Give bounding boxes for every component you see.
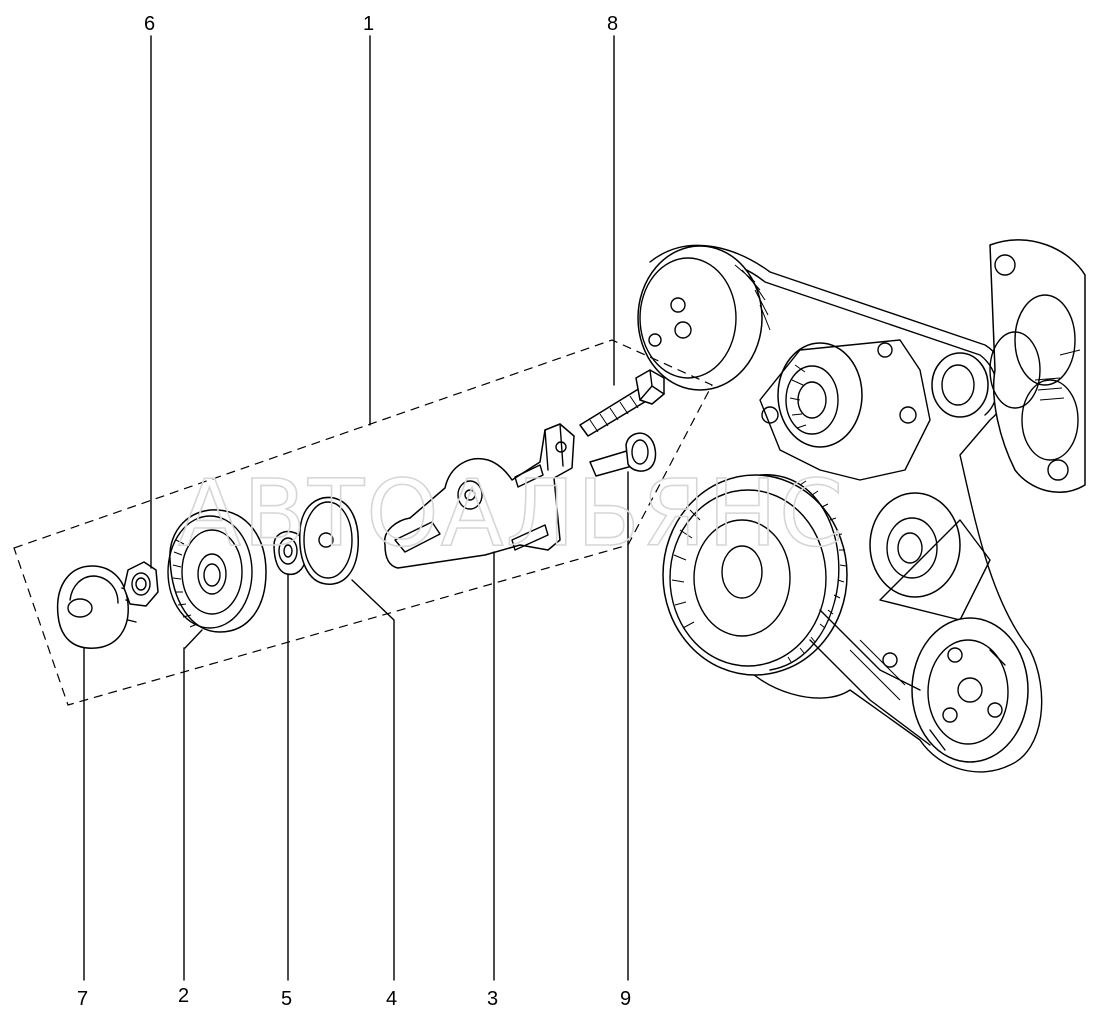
callout-9: 9 (620, 988, 631, 1010)
callout-1: 1 (363, 13, 374, 35)
engine-belt-drive (637, 239, 1086, 773)
tone-wheel (759, 474, 847, 671)
cap-part (56, 565, 137, 649)
tensioner-bracket-part (383, 423, 575, 569)
callout-6: 6 (144, 13, 155, 35)
short-bolt-part (589, 432, 657, 477)
long-bolt-part (579, 369, 665, 437)
callout-8: 8 (607, 13, 618, 35)
callout-5: 5 (281, 988, 292, 1010)
watermark: АВТОАЛЬЯНС (178, 460, 845, 567)
callout-2: 2 (178, 985, 189, 1007)
roller-pulley-part (167, 509, 267, 633)
washer-plate-part (299, 496, 359, 585)
assembly-outline (13, 339, 713, 706)
leader-lines (83, 35, 629, 981)
spacer-bushing-part (273, 530, 308, 576)
callout-4: 4 (386, 988, 397, 1010)
nut-part (123, 561, 159, 607)
callout-7: 7 (77, 988, 88, 1010)
callout-3: 3 (487, 988, 498, 1010)
